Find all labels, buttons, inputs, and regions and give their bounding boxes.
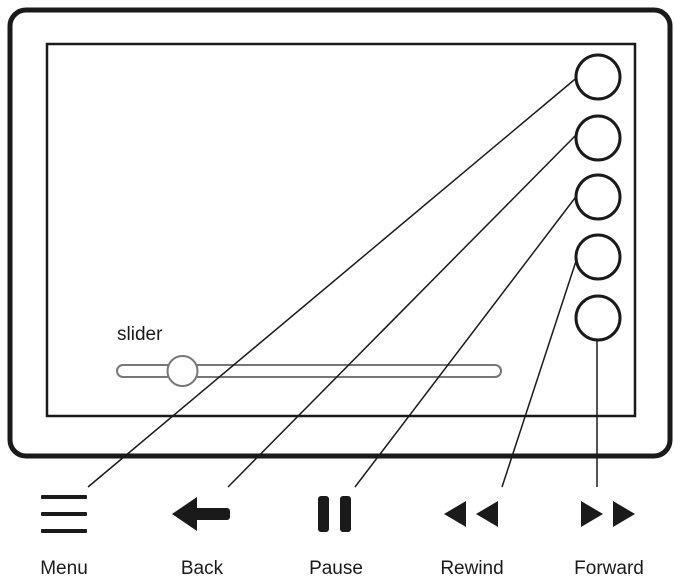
slider-label: slider (117, 324, 163, 345)
leader-lines (87, 74, 598, 488)
leader-line-menu (87, 74, 581, 488)
screen-buttons (574, 53, 622, 342)
leader-line-back (227, 132, 579, 488)
leader-line-rewind (501, 254, 579, 488)
screen-button-menu[interactable] (574, 53, 622, 101)
screen-button-back[interactable] (574, 114, 622, 162)
label-menu: Menu (40, 558, 88, 579)
fast-forward-icon (581, 501, 635, 527)
pause-icon (318, 496, 351, 532)
screen-button-rewind[interactable] (574, 233, 622, 281)
label-pause: Pause (309, 558, 363, 579)
screen-button-pause[interactable] (574, 173, 622, 221)
slider-track[interactable] (116, 364, 502, 378)
arrow-left-icon (172, 497, 230, 531)
label-rewind: Rewind (440, 558, 503, 579)
leader-line-pause (354, 193, 579, 488)
rewind-icon (444, 501, 498, 527)
hamburger-menu-icon (41, 495, 87, 533)
label-forward: Forward (574, 558, 644, 579)
screen-button-forward[interactable] (574, 294, 622, 342)
screen (45, 42, 637, 418)
label-back: Back (181, 558, 224, 579)
slider-thumb[interactable] (166, 355, 199, 387)
